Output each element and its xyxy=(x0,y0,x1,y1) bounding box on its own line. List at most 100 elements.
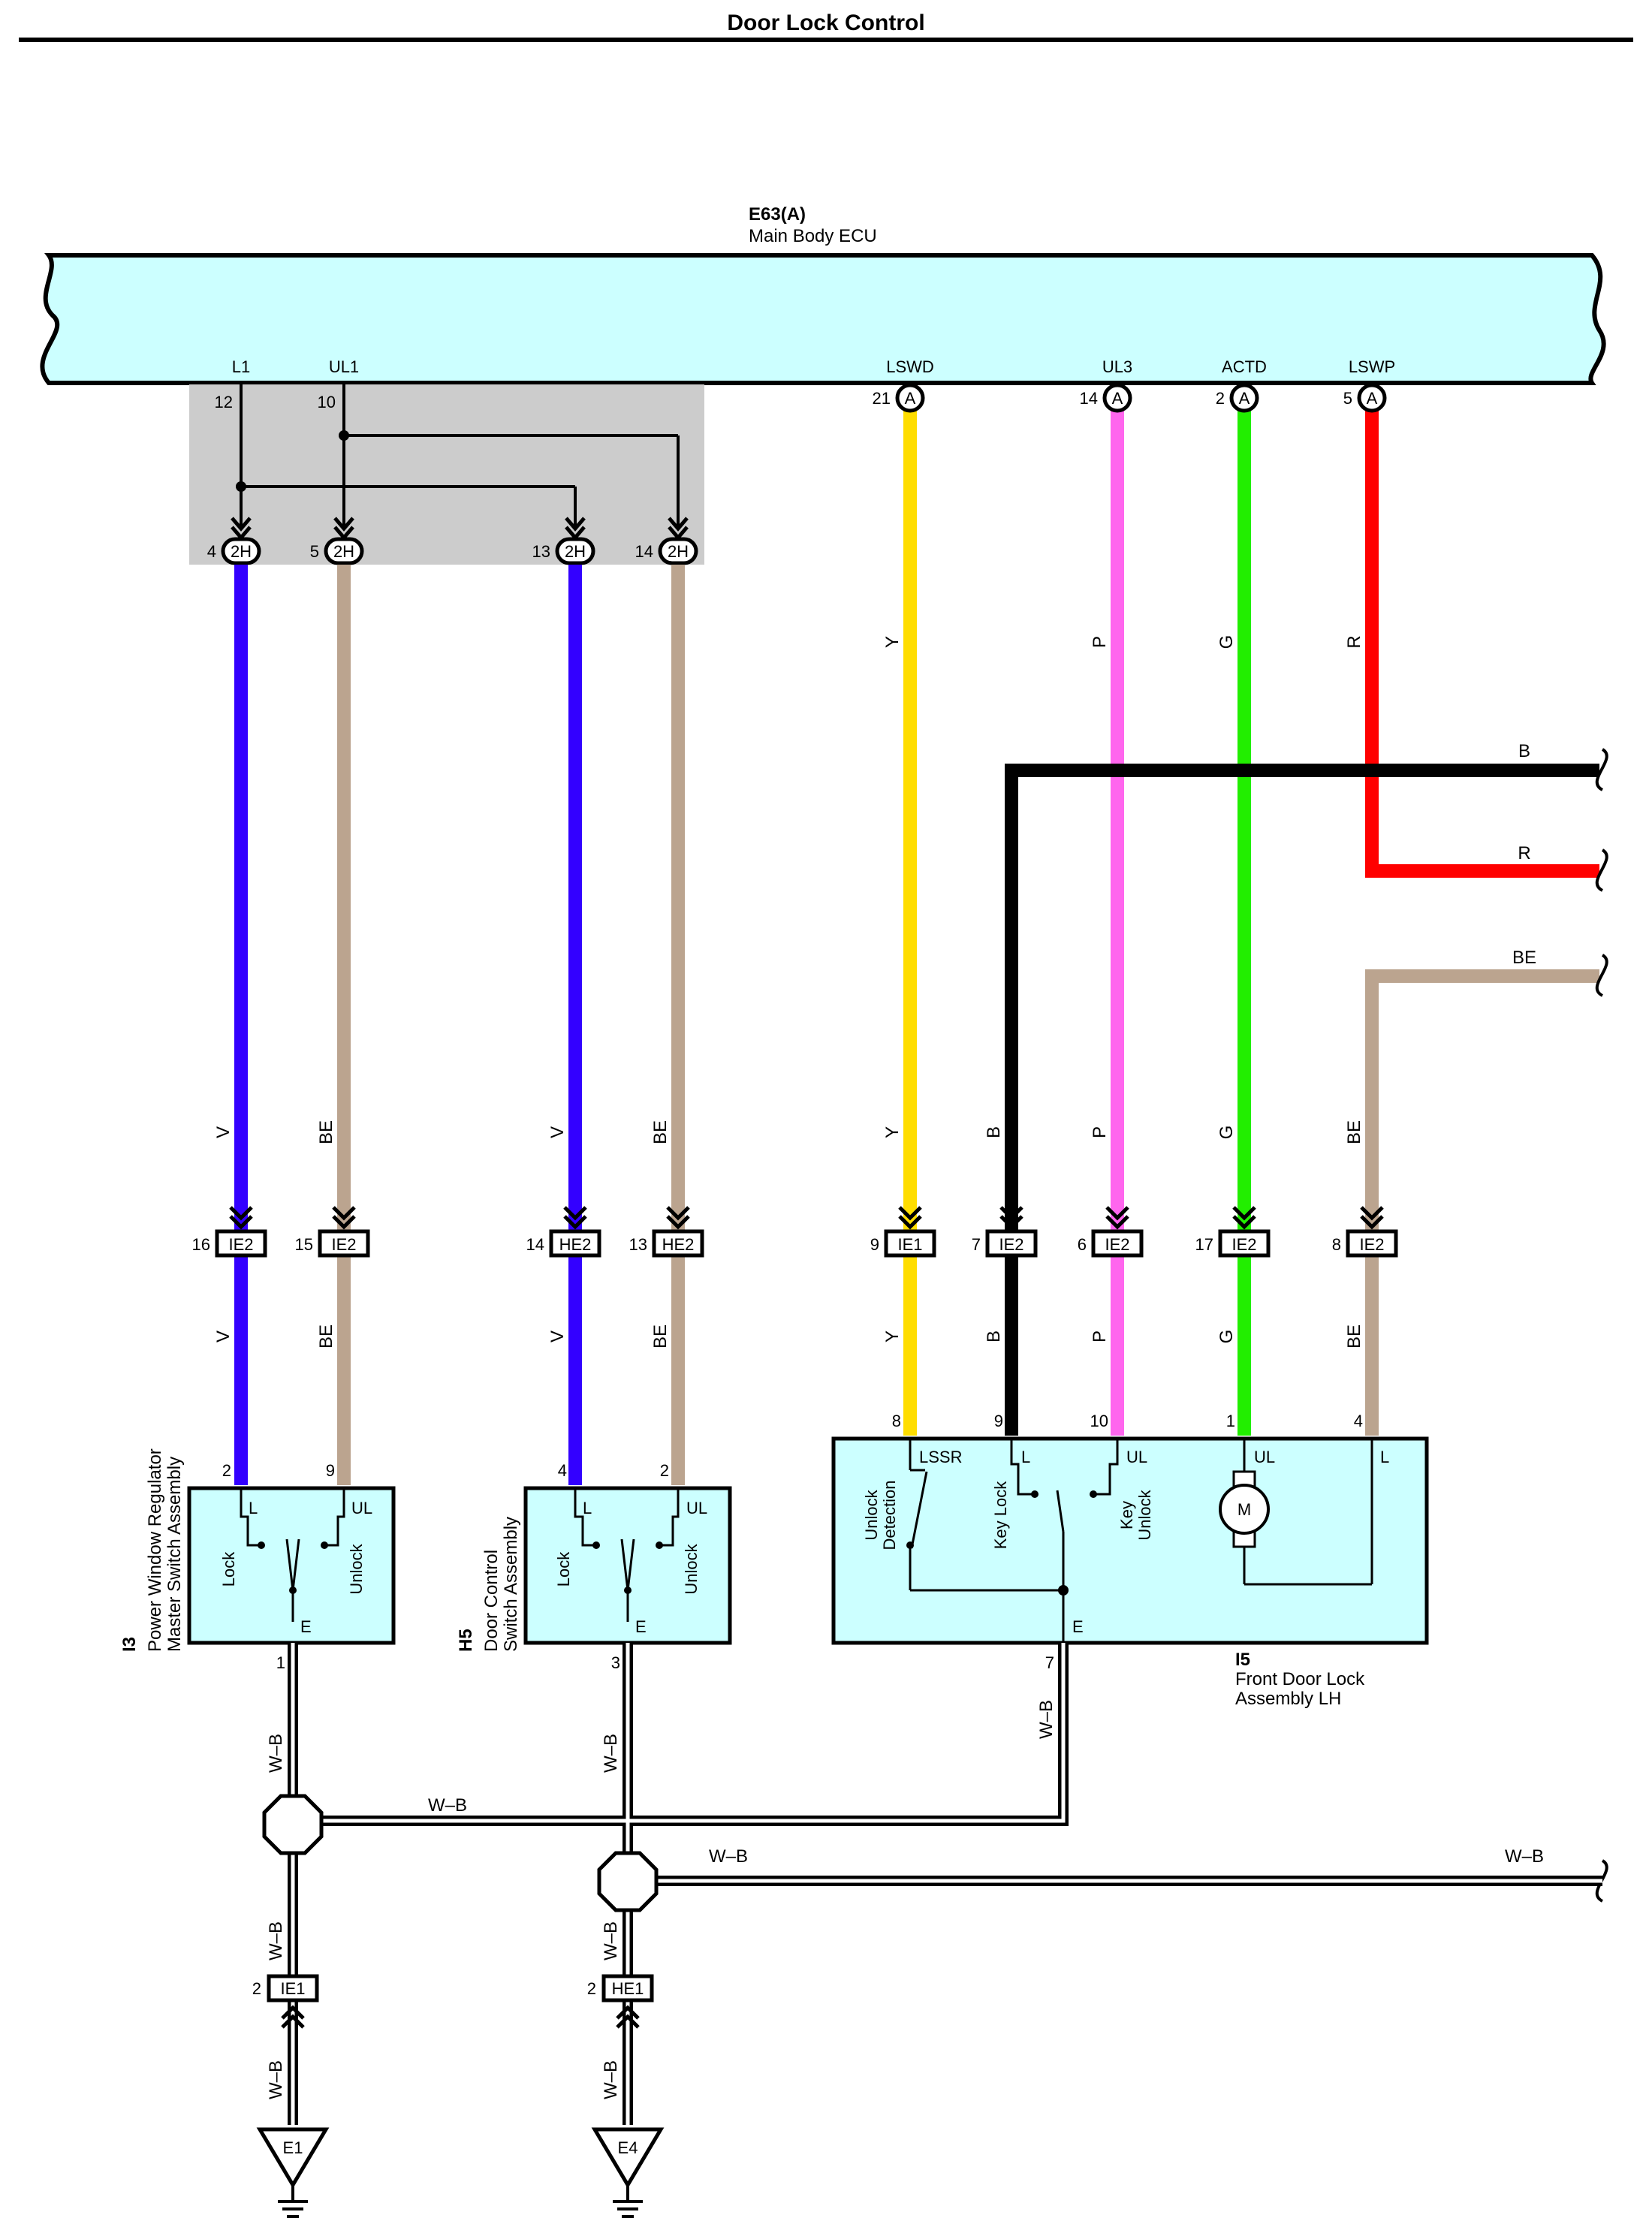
svg-text:V: V xyxy=(547,1330,568,1343)
svg-text:R: R xyxy=(1344,635,1364,648)
svg-text:HE2: HE2 xyxy=(559,1235,592,1254)
svg-text:17: 17 xyxy=(1195,1235,1213,1254)
arrowheads-mid xyxy=(229,1206,1384,1230)
low-wire-labels: V BE V BE Y B P G BE xyxy=(213,1324,1364,1349)
ground-connector-label: HE1 xyxy=(612,1979,644,1998)
svg-text:HE2: HE2 xyxy=(662,1235,695,1254)
svg-text:Y: Y xyxy=(882,1126,903,1138)
i3-switch-unlock: Unlock xyxy=(347,1543,366,1594)
splice-dot xyxy=(339,430,349,441)
switch-contact xyxy=(289,1587,297,1594)
connector-2h xyxy=(555,537,595,565)
i5-pin: 1 xyxy=(1226,1412,1235,1430)
svg-text:BE: BE xyxy=(650,1120,671,1144)
svg-text:V: V xyxy=(213,1330,234,1343)
ground-icon xyxy=(256,2127,330,2218)
i5-term: LSSR xyxy=(919,1448,962,1466)
ground-wire-labels: W–B W–B W–B W–B W–B W–B W–B W–B W–B W–B xyxy=(266,1700,1544,2099)
svg-text:IE2: IE2 xyxy=(228,1235,253,1254)
svg-text:BE: BE xyxy=(1344,1120,1364,1144)
svg-text:BE: BE xyxy=(316,1324,336,1349)
svg-text:8: 8 xyxy=(1332,1235,1341,1254)
i5-term-e: E xyxy=(1072,1617,1084,1636)
svg-text:W–B: W–B xyxy=(428,1795,467,1816)
ecu-a-connectors xyxy=(895,383,1387,413)
junction-block xyxy=(189,384,704,565)
svg-text:W–B: W–B xyxy=(601,1734,621,1773)
svg-text:V: V xyxy=(547,1126,568,1138)
i5-code: I5 xyxy=(1235,1650,1250,1670)
connector-2h-label: 2H xyxy=(565,542,586,561)
ground-connector xyxy=(267,1974,319,2002)
connector-2h-label: 2H xyxy=(668,542,689,561)
h5-pin-ul: 2 xyxy=(660,1461,669,1480)
connector-2h-label: 2H xyxy=(231,542,252,561)
ecu-body xyxy=(40,253,1606,385)
h5-code: H5 xyxy=(456,1629,476,1652)
svg-text:IE2: IE2 xyxy=(1105,1235,1129,1254)
svg-text:P: P xyxy=(1090,636,1110,648)
svg-text:B: B xyxy=(984,1330,1004,1343)
connector-2h-pin: 13 xyxy=(532,542,550,561)
wires xyxy=(234,409,1599,1485)
i5-body xyxy=(831,1436,1429,1645)
i5-unlock-detection: Detection xyxy=(880,1481,899,1550)
i3-name-2: Master Switch Assembly xyxy=(164,1457,185,1652)
connector-2h xyxy=(324,537,364,565)
i5-term: L xyxy=(1021,1448,1030,1466)
switch-contact xyxy=(321,1541,328,1549)
i3-code: I3 xyxy=(119,1637,140,1652)
svg-text:IE2: IE2 xyxy=(1359,1235,1384,1254)
svg-text:BE: BE xyxy=(650,1324,671,1349)
wire-break-marks xyxy=(1595,748,1608,1903)
i5-internal xyxy=(909,1439,1373,1643)
svg-text:G: G xyxy=(1216,1126,1237,1140)
wire-be-branch xyxy=(1365,969,1599,1436)
svg-text:W–B: W–B xyxy=(601,2060,621,2099)
ecu-terminal-ul3: UL3 xyxy=(1102,357,1132,376)
h5-term-e: E xyxy=(635,1617,647,1636)
i5-term: UL xyxy=(1254,1448,1275,1466)
switch-contact xyxy=(906,1541,914,1549)
ecu-name: Main Body ECU xyxy=(749,226,877,246)
svg-text:9: 9 xyxy=(870,1235,879,1254)
connector-a-label: A xyxy=(1367,389,1378,408)
ground-connector xyxy=(601,1974,654,2002)
svg-text:14: 14 xyxy=(526,1235,544,1254)
svg-text:IE2: IE2 xyxy=(331,1235,356,1254)
connector-2h xyxy=(221,537,261,565)
ground-wires xyxy=(288,1643,1602,2125)
wire-label-branch: BE xyxy=(1512,948,1536,968)
ground-splice xyxy=(597,1851,659,1912)
wire-r-lswp xyxy=(1365,409,1599,878)
ground-connector-label: IE1 xyxy=(280,1979,305,1998)
svg-text:7: 7 xyxy=(972,1235,981,1254)
svg-text:P: P xyxy=(1090,1330,1110,1343)
svg-text:B: B xyxy=(984,1126,1004,1138)
ground-icon xyxy=(591,2127,665,2218)
i5-pin: 4 xyxy=(1354,1412,1363,1430)
svg-text:W–B: W–B xyxy=(266,1734,286,1773)
i5-term: L xyxy=(1380,1448,1389,1466)
i5-pin: 9 xyxy=(994,1412,1003,1430)
i5-term: UL xyxy=(1126,1448,1147,1466)
i5-name-2: Assembly LH xyxy=(1235,1689,1341,1709)
ground-arrowheads xyxy=(281,2005,640,2029)
ground-label: E4 xyxy=(618,2138,638,2157)
svg-text:G: G xyxy=(1216,635,1237,649)
i5-key-unlock: Key xyxy=(1117,1501,1136,1529)
splice-dot xyxy=(1058,1585,1069,1596)
wire-b-branch xyxy=(1005,764,1599,1436)
title-rule xyxy=(19,38,1633,42)
wire-label-branch: B xyxy=(1518,741,1530,761)
h5-name-2: Switch Assembly xyxy=(501,1517,521,1652)
ecu-pin-ul1: 10 xyxy=(318,393,336,411)
ecu-pin: 21 xyxy=(873,389,891,408)
mid-connector-labels: IE2 IE2 HE2 HE2 IE1 IE2 IE2 IE2 IE2 xyxy=(228,1235,1384,1254)
motor-label: M xyxy=(1237,1500,1251,1519)
ecu-pin-l1: 12 xyxy=(215,393,233,411)
svg-text:IE2: IE2 xyxy=(1231,1235,1256,1254)
switch-contact xyxy=(592,1541,600,1549)
ground-connector-pin: 2 xyxy=(587,1979,596,1998)
